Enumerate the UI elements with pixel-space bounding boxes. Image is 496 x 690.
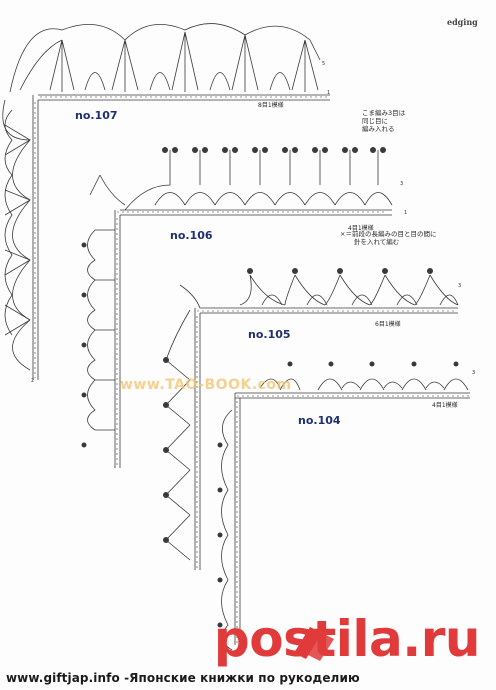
diagram-no104 [217, 361, 470, 651]
row-number-5: 5 [322, 61, 326, 67]
diagram-no106 [81, 147, 393, 468]
row-number-2: 2 [31, 378, 35, 384]
pattern-label-no107: no.107 [75, 109, 118, 122]
watermark-text: www.TAO-BOOK.com [120, 377, 292, 393]
pattern-label-no105: no.105 [248, 328, 291, 341]
repeat-note-no107: 8目1模様 [258, 102, 284, 109]
repeat-note-no104: 4目1模様 [432, 402, 458, 409]
row-number-1: 1 [327, 90, 331, 96]
diagram-no107 [2, 23, 330, 380]
row-number-3: 3 [400, 181, 404, 187]
note-sc3: こま編み3目は 同じ目に 編み入れる [362, 109, 406, 133]
pattern-label-no106: no.106 [170, 229, 213, 242]
row-number-3c: 3 [472, 370, 476, 376]
row-number-1b: 1 [404, 210, 408, 216]
brand-wordmark: postila.ru [213, 610, 481, 668]
repeat-note-no106: 4目1模様 [348, 225, 374, 232]
footer-text: www.giftjap.info -Японские книжки по рук… [6, 671, 360, 685]
note-between-dc: ×＝前段の長編みの目と目の間に 針を入れて編む [340, 230, 437, 246]
pattern-label-no104: no.104 [298, 414, 341, 427]
repeat-note-no105: 6目1模様 [375, 321, 401, 328]
postila-logo-icon [294, 627, 334, 661]
row-number-3b: 3 [458, 283, 462, 289]
footer-bar: www.giftjap.info -Японские книжки по рук… [0, 668, 496, 690]
diagram-no105 [163, 268, 459, 570]
page-title: edging [447, 17, 478, 27]
